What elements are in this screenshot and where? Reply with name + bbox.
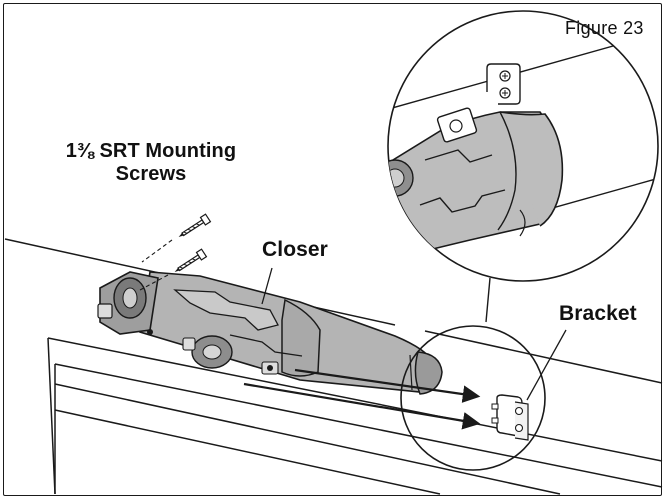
bracket-leader-line: [526, 329, 567, 401]
figure-label: Figure 23: [565, 18, 644, 38]
closer-callout: Closer: [262, 238, 328, 261]
direction-arrows: [243, 368, 481, 430]
bracket-callout: Bracket: [559, 302, 637, 325]
figure-frame: [3, 3, 662, 496]
zoom-bracket: [486, 63, 521, 105]
mounting-screws: [139, 213, 212, 291]
closer-leader-line: [261, 267, 273, 305]
screws-callout-line2: Screws: [115, 163, 187, 185]
door-frame-lines: [4, 238, 663, 495]
zoom-closer-body: [388, 107, 564, 264]
zoom-detail: [387, 10, 659, 323]
bracket: [491, 394, 529, 441]
screws-callout-line1: 1⅜ SRT Mounting: [65, 140, 237, 162]
closer-body: [97, 271, 443, 395]
screws-callout: 1⅜ SRT Mounting Screws: [56, 140, 246, 186]
bracket-detail-circle: [400, 325, 546, 471]
